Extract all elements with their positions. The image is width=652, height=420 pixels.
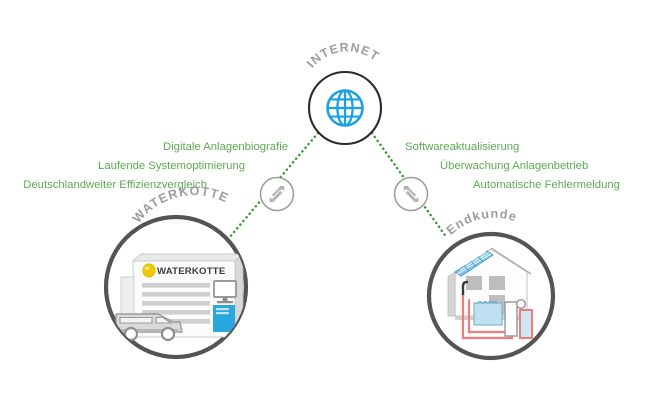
service-van-icon — [115, 313, 183, 342]
right-benefit-1: Softwareaktualisierung — [405, 141, 519, 153]
left-benefit-1: Digitale Anlagenbiografie — [163, 141, 288, 153]
connector-lines — [227, 131, 449, 240]
building-roof — [131, 253, 245, 262]
waterkotte-logo: WATERKOTTE — [142, 263, 226, 278]
right-benefits-group: Softwareaktualisierung Überwachung Anlag… — [405, 141, 620, 191]
waterkotte-node[interactable]: WATERKOTTE — [103, 184, 249, 360]
solar-panel-icon — [454, 250, 494, 277]
logo-text: WATERKOTTE — [157, 266, 226, 277]
endkunde-node[interactable]: Endkunde — [426, 207, 556, 361]
house-window-left — [466, 276, 482, 290]
waterkotte-illustration: WATERKOTTE — [115, 253, 245, 342]
bidirectional-arrow-icon-right — [402, 185, 420, 203]
house-window-right — [489, 276, 505, 290]
house-left-wall — [447, 271, 456, 317]
connector-internet-to-waterkotte — [227, 131, 320, 240]
internet-arc-label: INTERNET — [304, 40, 382, 70]
left-benefit-3: Deutschlandweiter Effizienzvergleich — [23, 179, 207, 191]
right-benefit-2: Überwachung Anlagenbetrieb — [440, 160, 588, 172]
computer-tower-icon — [213, 305, 235, 332]
endkunde-illustration — [447, 247, 533, 340]
left-benefit-2: Laufende Systemoptimierung — [98, 160, 245, 172]
left-benefits-group: Digitale Anlagenbiografie Laufende Syste… — [23, 141, 288, 191]
desktop-monitor-icon — [213, 280, 237, 304]
exchange-node-right[interactable] — [393, 176, 429, 212]
globe-icon — [326, 89, 364, 127]
bidirectional-arrow-icon-left — [268, 185, 286, 203]
internet-node[interactable]: INTERNET — [304, 40, 383, 146]
right-benefit-3: Automatische Fehlermeldung — [473, 179, 620, 191]
heat-pump-icon — [461, 280, 533, 340]
exchange-node-left[interactable] — [259, 176, 295, 212]
logo-sphere-icon — [142, 263, 156, 278]
